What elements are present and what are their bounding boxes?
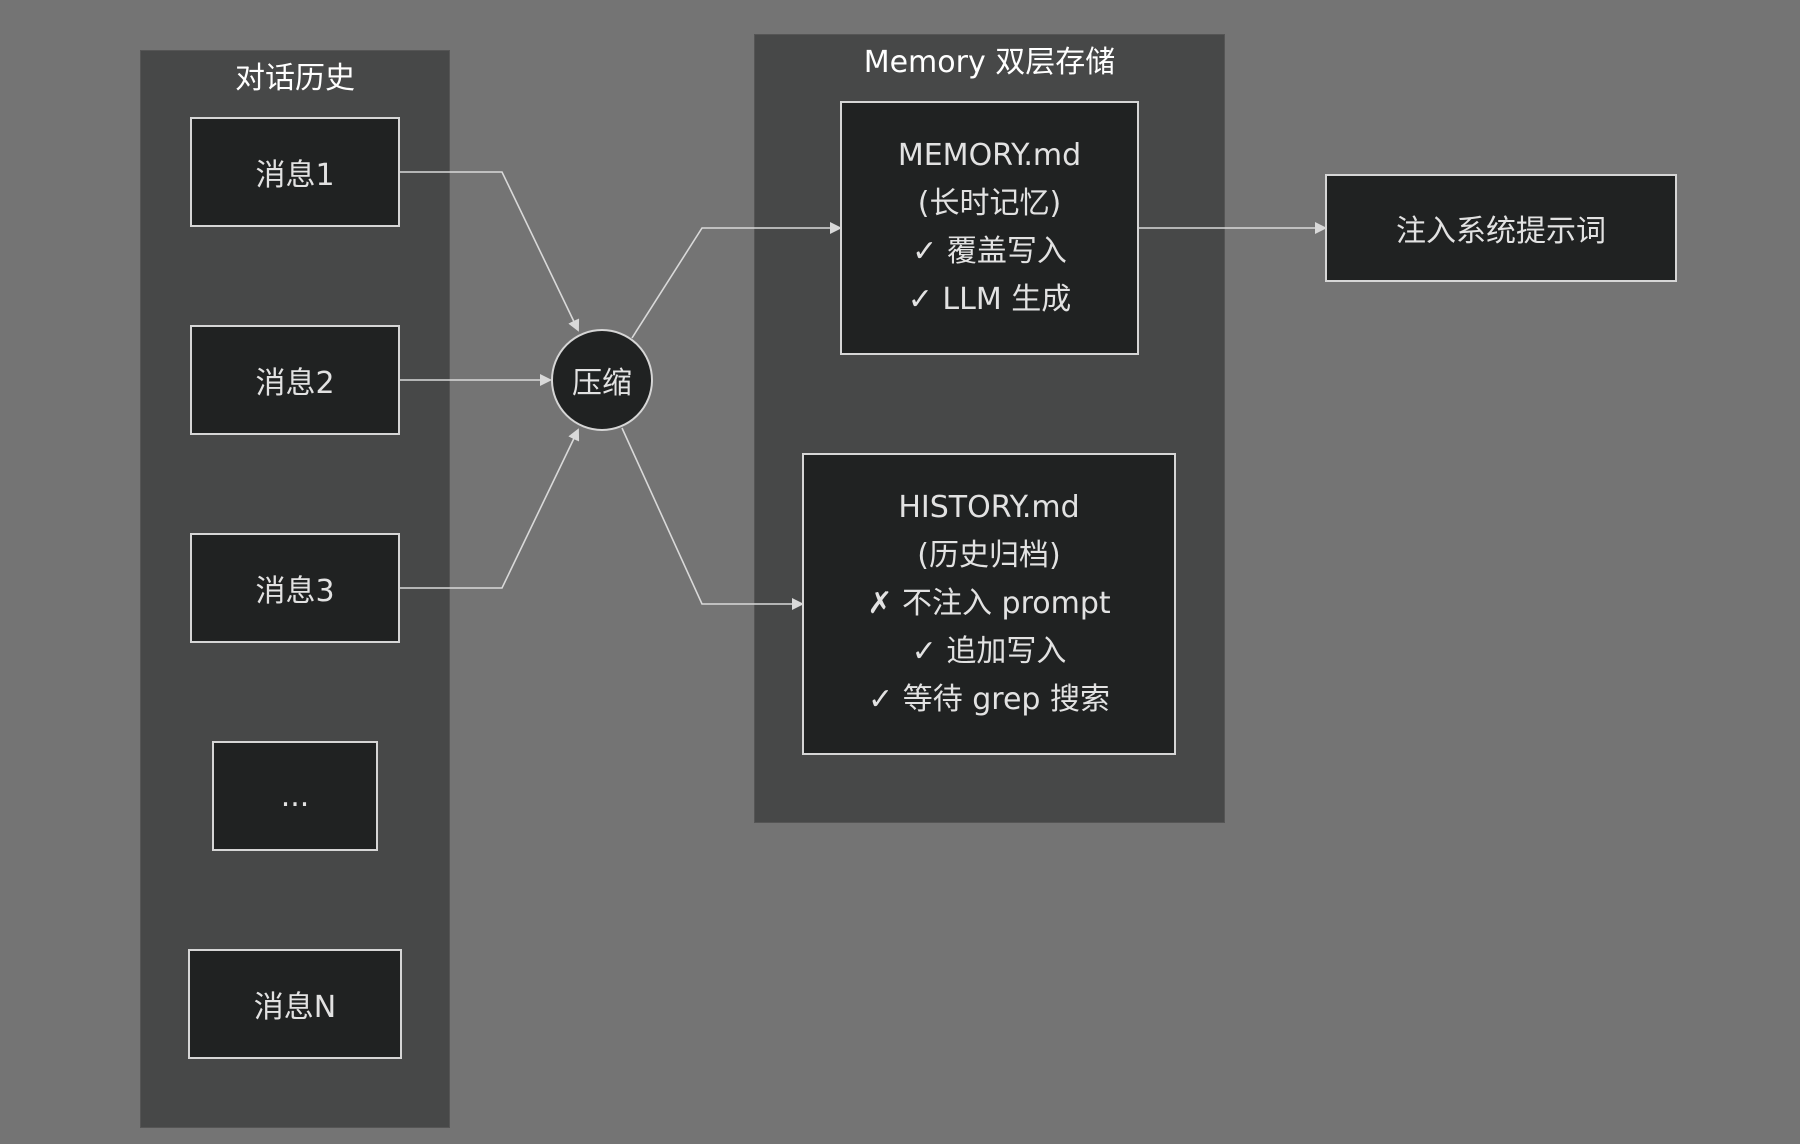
group-title-conversation-history: 对话历史 <box>235 61 355 96</box>
group-title-memory-storage: Memory 双层存储 <box>863 45 1116 80</box>
message-node-n: 消息N <box>188 949 402 1059</box>
history-md-node: HISTORY.md (历史归档) ✗ 不注入 prompt ✓ 追加写入 ✓ … <box>802 453 1176 755</box>
memory-md-node: MEMORY.md (长时记忆) ✓ 覆盖写入 ✓ LLM 生成 <box>840 101 1139 355</box>
memory-md-subtitle: (长时记忆) <box>917 186 1062 221</box>
message-node-1: 消息1 <box>190 117 400 227</box>
inject-system-prompt-node: 注入系统提示词 <box>1325 174 1677 282</box>
history-md-subtitle: (历史归档) <box>917 538 1061 573</box>
history-md-feature-append: ✓ 追加写入 <box>911 634 1067 669</box>
message-node-ellipsis: ... <box>212 741 378 851</box>
memory-md-feature-overwrite: ✓ 覆盖写入 <box>912 234 1067 269</box>
history-md-feature-grep: ✓ 等待 grep 搜索 <box>868 682 1110 717</box>
memory-md-title: MEMORY.md <box>897 138 1082 173</box>
memory-md-feature-llm: ✓ LLM 生成 <box>907 282 1072 317</box>
compress-node: 压缩 <box>551 329 653 431</box>
message-node-3: 消息3 <box>190 533 400 643</box>
history-md-title: HISTORY.md <box>898 490 1080 525</box>
history-md-feature-no-inject: ✗ 不注入 prompt <box>867 586 1111 621</box>
message-node-2: 消息2 <box>190 325 400 435</box>
